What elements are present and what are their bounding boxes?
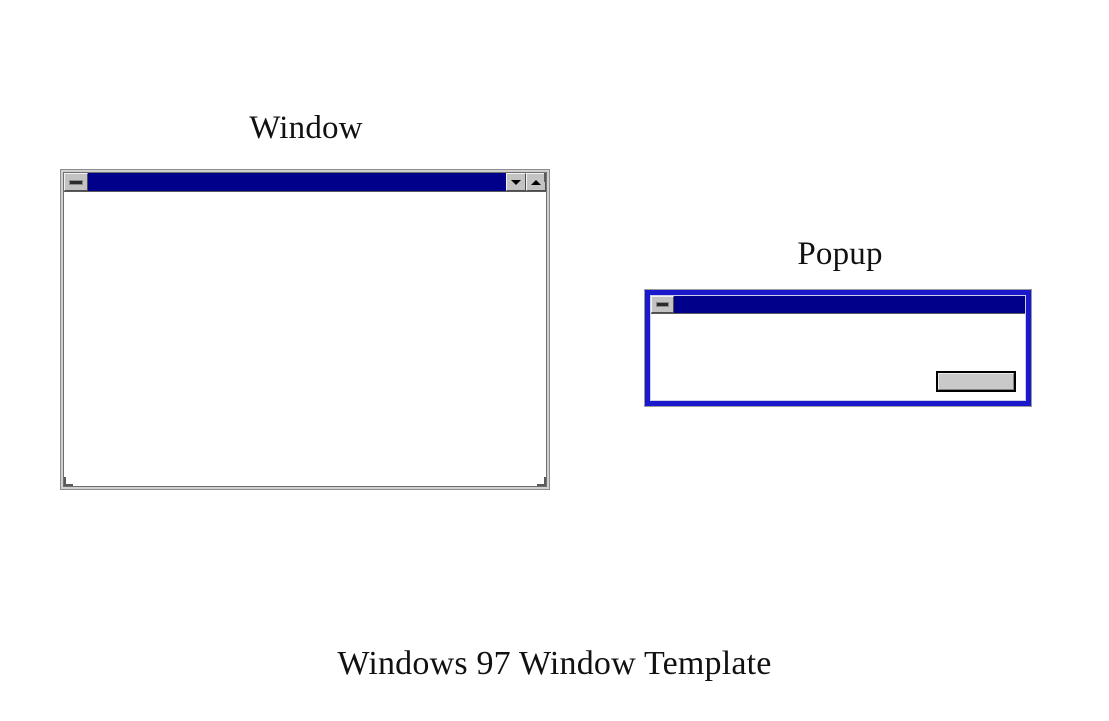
popup-caption-label: Popup bbox=[797, 236, 883, 272]
main-window-frame bbox=[63, 172, 547, 487]
resize-grip-top-right[interactable] bbox=[544, 173, 546, 182]
popup-system-menu-bar-glyph bbox=[656, 302, 669, 307]
popup-window-title-text bbox=[674, 296, 1025, 313]
page-title: Windows 97 Window Template bbox=[337, 645, 772, 682]
system-menu-box-icon[interactable] bbox=[64, 173, 88, 191]
main-window-title-text bbox=[88, 173, 506, 191]
resize-grip-bottom-right-vertical[interactable] bbox=[544, 477, 546, 486]
main-window[interactable] bbox=[60, 169, 550, 490]
maximize-button[interactable] bbox=[526, 173, 546, 191]
popup-default-button-label bbox=[938, 373, 1014, 390]
resize-grip-bottom-left[interactable] bbox=[64, 484, 73, 486]
main-window-titlebar[interactable] bbox=[64, 173, 546, 192]
window-caption-label: Window bbox=[249, 110, 363, 146]
triangle-up-icon bbox=[531, 179, 541, 185]
triangle-down-icon bbox=[511, 179, 521, 185]
resize-grip-bottom-left-vertical[interactable] bbox=[64, 477, 66, 486]
system-menu-bar-glyph bbox=[69, 179, 83, 185]
minimize-button[interactable] bbox=[506, 173, 526, 191]
popup-window[interactable] bbox=[644, 289, 1032, 407]
popup-default-button[interactable] bbox=[936, 371, 1016, 392]
popup-window-frame bbox=[650, 295, 1026, 401]
main-window-client-area[interactable] bbox=[64, 192, 546, 486]
resize-grip-bottom-right[interactable] bbox=[537, 484, 546, 486]
popup-window-titlebar[interactable] bbox=[651, 296, 1025, 314]
popup-window-client-area[interactable] bbox=[651, 314, 1025, 400]
popup-system-menu-box-icon[interactable] bbox=[651, 296, 674, 313]
